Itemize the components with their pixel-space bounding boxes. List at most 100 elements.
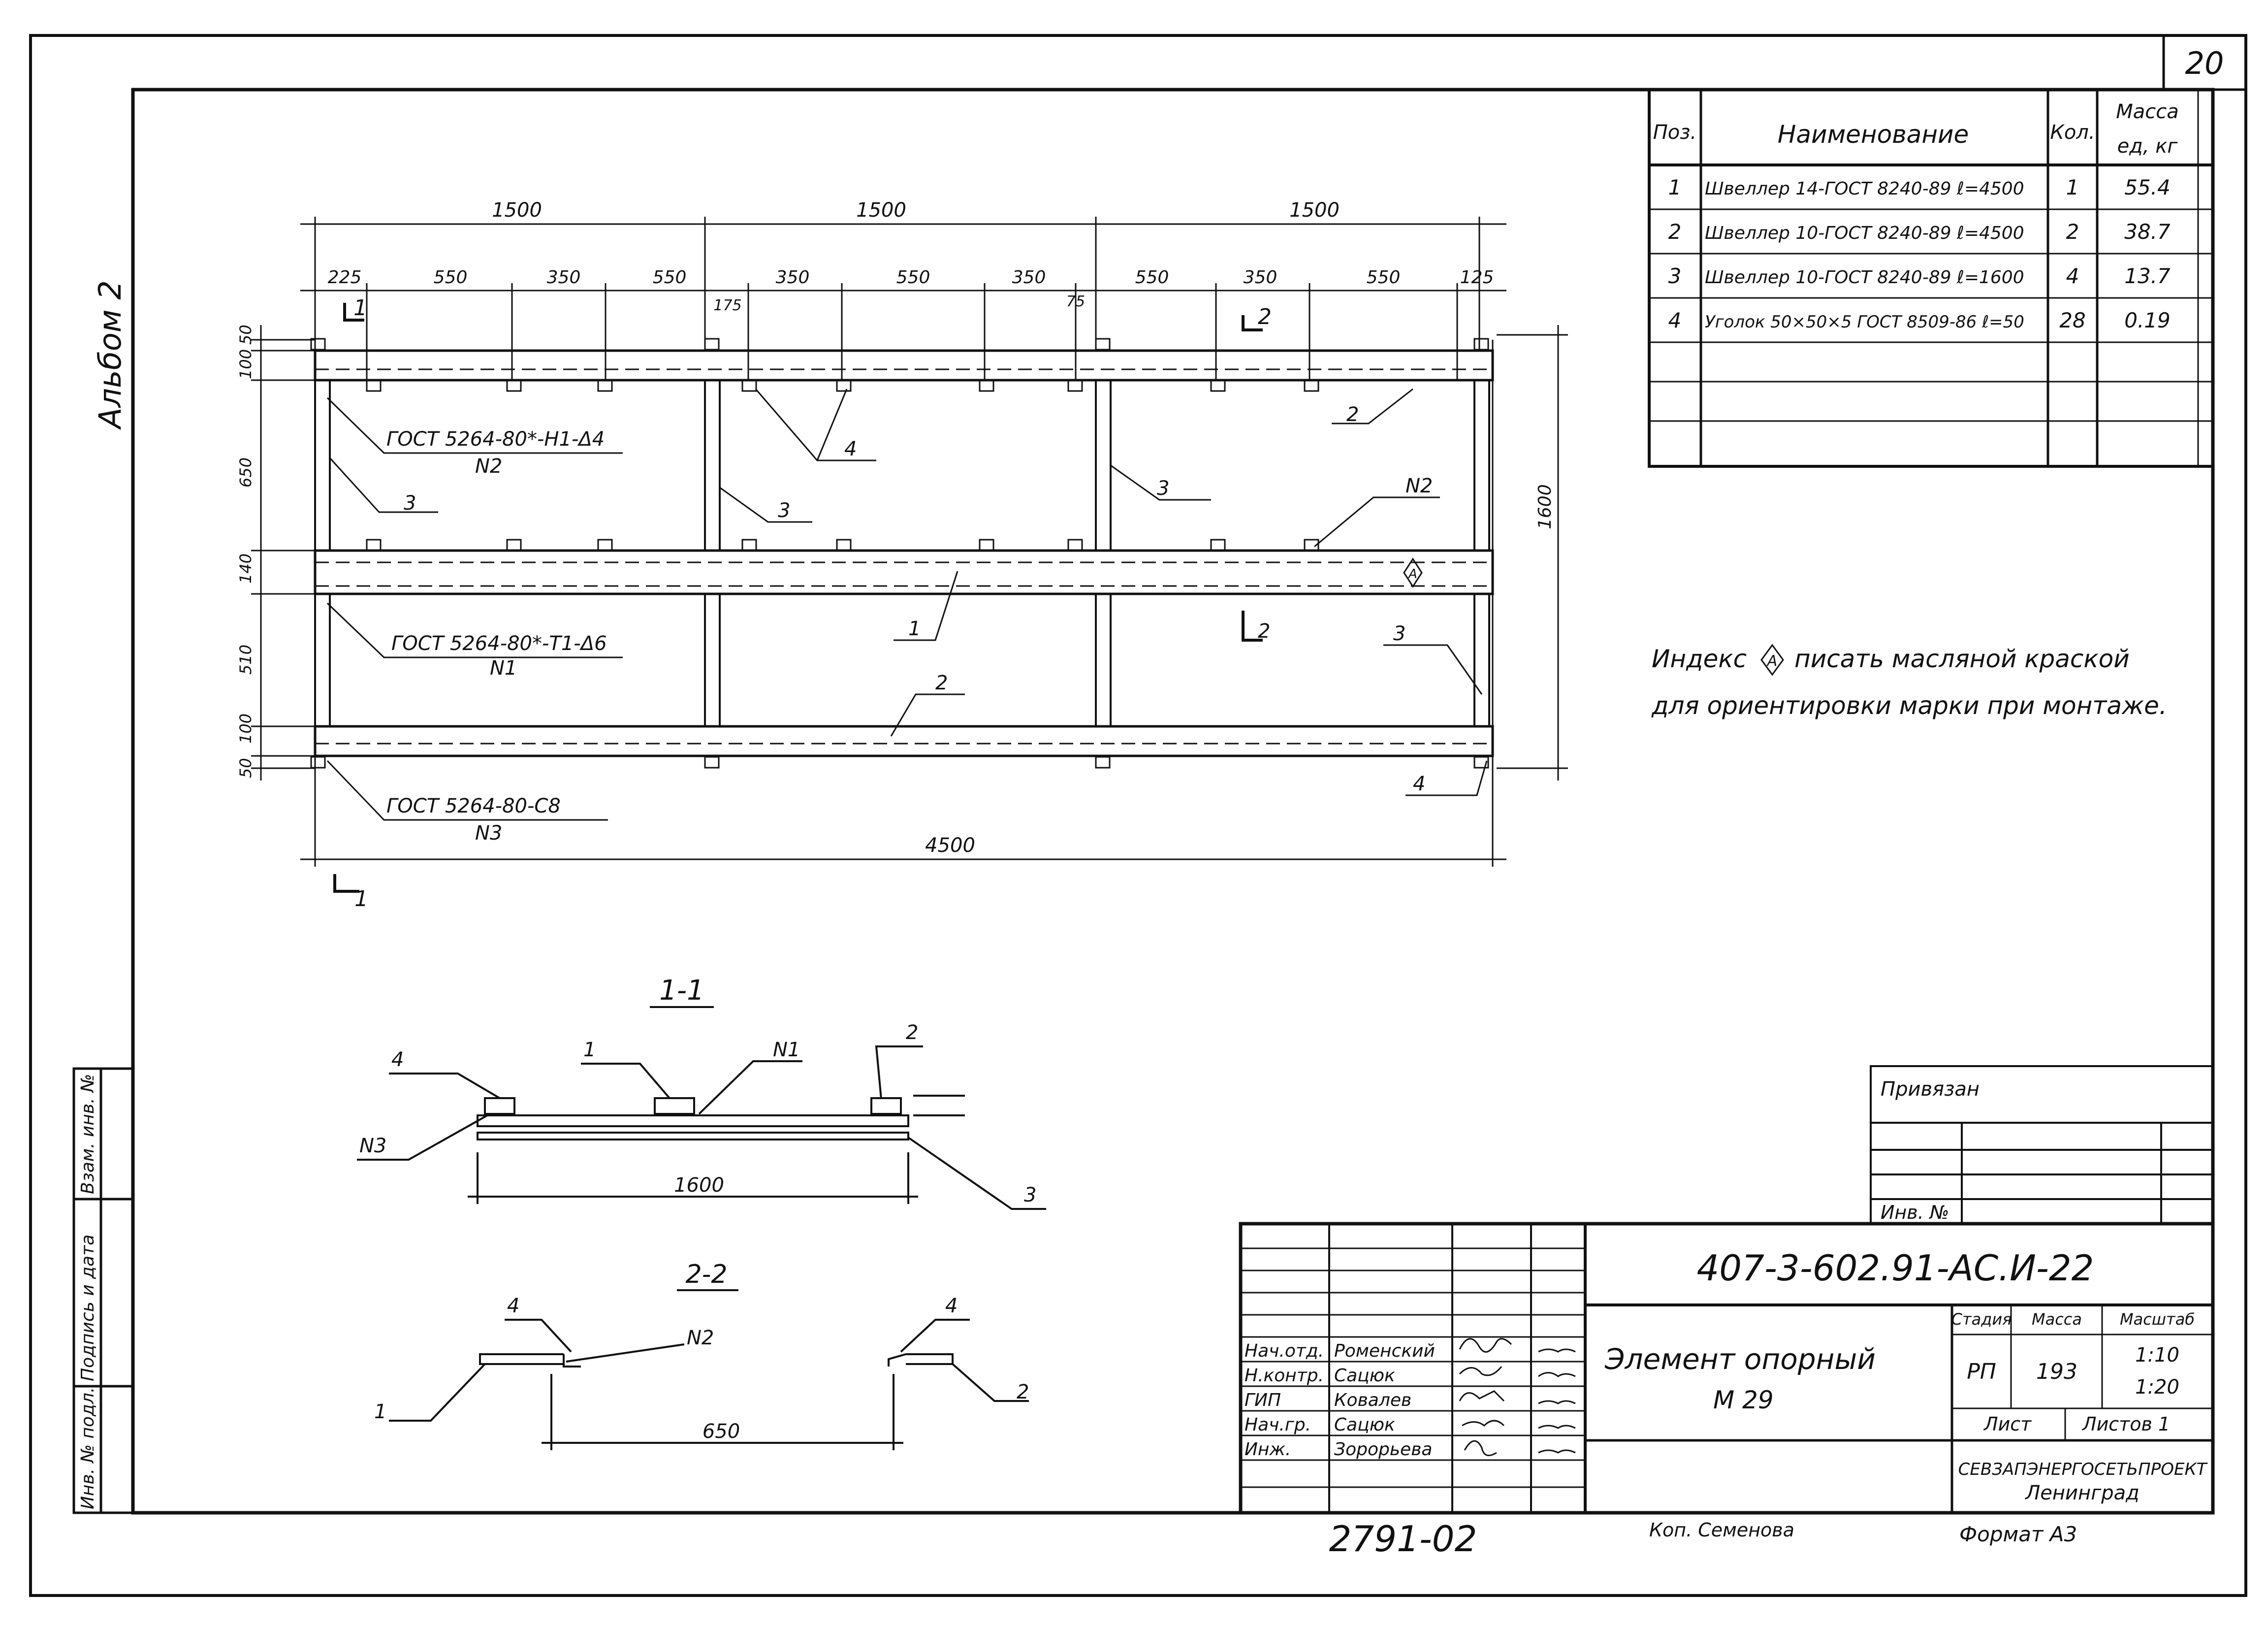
drawing-title-2: М 29 (1713, 1386, 1774, 1414)
spec-row-mass: 0.19 (2124, 308, 2171, 332)
dim-left: 100 (236, 349, 255, 379)
leader-pos-3-mid: 3 (778, 499, 790, 522)
drawing-number: 2791-02 (1329, 1518, 1477, 1560)
leader-pos-4-bottom-right: 4 (1413, 773, 1425, 795)
section-2-2-pos-4-right: 4 (945, 1295, 958, 1317)
leader-pos-3-right: 3 (1157, 477, 1169, 500)
plan-view (310, 338, 1494, 771)
staff-name: Ковалев (1334, 1390, 1411, 1410)
privyazan-title: Привязан (1881, 1078, 1980, 1101)
side-stamp-replace: Взам. инв. № (78, 1074, 98, 1194)
section-2-2-dim: 650 (703, 1420, 740, 1443)
section-2-2-pos-4-left: 4 (507, 1295, 519, 1317)
section-2-2-geometry (389, 1319, 1029, 1450)
dim-small-75: 75 (1066, 293, 1085, 310)
privyazan-inv: Инв. № (1881, 1202, 1949, 1223)
leader-n2-right: N2 (1406, 475, 1433, 497)
spec-row-qty: 2 (2066, 220, 2079, 244)
note-line1-b: писать масляной краской (1794, 645, 2130, 673)
dim-sub: 550 (1367, 267, 1401, 288)
staff-role: ГИП (1245, 1390, 1281, 1410)
org-name: СЕВЗАПЭНЕРГОСЕТЬПРОЕКТ (1958, 1460, 2208, 1479)
dim-sub: 550 (1135, 267, 1169, 288)
side-stamp (72, 1067, 134, 1514)
staff-role: Инж. (1245, 1439, 1291, 1460)
section-1-1-pos-1: 1 (583, 1039, 596, 1061)
dim-top-1500-a: 1500 (492, 199, 542, 222)
spec-header-mass: Масса (2116, 100, 2179, 123)
dim-sub: 225 (328, 267, 362, 288)
leader-pos-4-top: 4 (844, 438, 857, 460)
dim-total-height: 1600 (1535, 484, 1555, 529)
section-2-2-pos-2: 2 (1017, 1381, 1029, 1403)
scale-value-1: 1:10 (2135, 1344, 2179, 1367)
copied-by: Коп. Семенова (1649, 1519, 1794, 1541)
spec-row-mass: 55.4 (2124, 175, 2171, 199)
spec-header-qty: Кол. (2050, 121, 2095, 144)
section-1-1-geometry (357, 1045, 1046, 1210)
section-2-2-pos-1: 1 (374, 1400, 386, 1423)
section-1-1-title: 1-1 (659, 975, 704, 1007)
dim-left: 50 (236, 758, 255, 778)
section-1-1-dim: 1600 (674, 1174, 724, 1197)
section-2-2-n2: N2 (687, 1327, 714, 1349)
title-block (1239, 1222, 2215, 1515)
dim-left: 510 (236, 645, 255, 675)
dim-top-1500-c: 1500 (1289, 199, 1340, 222)
spec-row-name: Уголок 50×50×5 ГОСТ 8509-86 ℓ=50 (1705, 312, 2024, 332)
dim-sub: 350 (776, 267, 810, 288)
sheets-label: Листов 1 (2081, 1413, 2170, 1435)
stage-value: РП (1967, 1359, 1996, 1384)
spec-row-name: Швеллер 14-ГОСТ 8240-89 ℓ=4500 (1705, 179, 2024, 199)
outer-border (29, 34, 2247, 1597)
index-letter-plan: А (1407, 567, 1417, 582)
note-line1-a: Индекс (1652, 645, 1747, 673)
spec-row-qty: 4 (2066, 264, 2079, 288)
spec-row-qty: 28 (2059, 308, 2085, 332)
spec-header-pos: Поз. (1653, 121, 1697, 144)
section-mark-2-top: 2 (1258, 304, 1272, 329)
dim-sub: 350 (547, 267, 581, 288)
dim-total-width: 4500 (925, 834, 975, 857)
side-stamp-inv: Инв. № подл. (78, 1387, 98, 1509)
weld-callout-2: ГОСТ 5264-80*-Т1-Δ6 (391, 632, 607, 655)
section-1-1-n3: N3 (359, 1135, 386, 1157)
weld-mark-n2: N2 (475, 455, 502, 478)
format-label: Формат А3 (1959, 1522, 2077, 1546)
dim-sub: 125 (1460, 267, 1494, 288)
leader-pos-2-bottom: 2 (935, 672, 948, 694)
dim-sub: 550 (434, 267, 468, 288)
drawing-code: 407-3-602.91-АС.И-22 (1697, 1247, 2094, 1289)
dim-left: 650 (236, 457, 255, 488)
dim-sub: 550 (653, 267, 687, 288)
dim-left: 50 (236, 325, 255, 345)
staff-role: Нач.гр. (1245, 1415, 1311, 1435)
note-index-letter: А (1766, 652, 1778, 670)
leader-pos-1: 1 (908, 618, 921, 640)
org-city: Ленинград (2024, 1482, 2140, 1504)
dim-small-175: 175 (713, 297, 741, 314)
spec-row-mass: 38.7 (2124, 220, 2171, 244)
spec-table (1648, 88, 2214, 468)
section-mark-1-bottom: 1 (354, 886, 368, 912)
leader-pos-3-left: 3 (404, 492, 416, 515)
col-stage: Стадия (1951, 1310, 2012, 1329)
spec-row-qty: 1 (2066, 175, 2079, 199)
section-cut-marks (333, 303, 1263, 893)
sheet-label: Лист (1983, 1413, 2032, 1435)
section-1-1-pos-3: 3 (1024, 1184, 1036, 1206)
note-line2: для ориентировки марки при монтаже. (1651, 691, 2167, 720)
side-stamp-sign: Подпись и дата (78, 1235, 98, 1381)
weld-callout-1: ГОСТ 5264-80*-Н1-Δ4 (386, 428, 605, 451)
spec-row-name: Швеллер 10-ГОСТ 8240-89 ℓ=4500 (1705, 223, 2024, 243)
position-leader-lines (329, 388, 1488, 796)
inner-frame (131, 88, 2215, 1515)
col-mass: Масса (2032, 1310, 2082, 1329)
spec-row-pos: 2 (1668, 220, 1682, 244)
signature-scribbles (1459, 1338, 1576, 1457)
staff-name: Роменский (1334, 1341, 1435, 1361)
leader-pos-3-bottom-right: 3 (1393, 622, 1406, 645)
staff-role: Нач.отд. (1245, 1341, 1324, 1361)
spec-row-pos: 4 (1668, 308, 1682, 332)
